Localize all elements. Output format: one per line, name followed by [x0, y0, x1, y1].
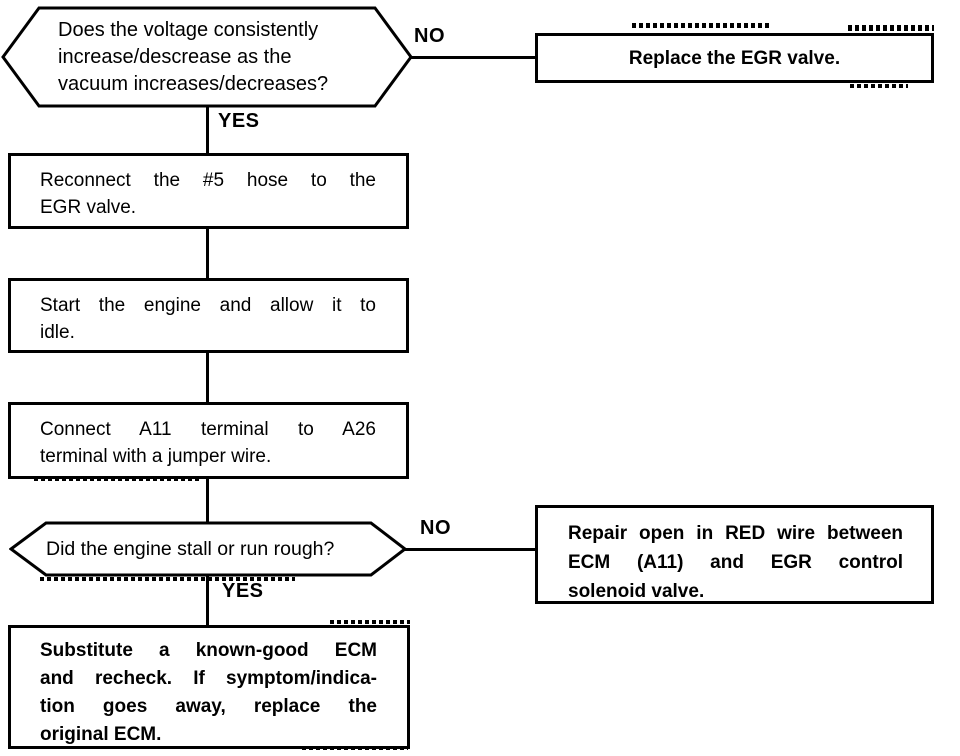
scan-artifact	[850, 84, 908, 88]
box-reconnect-hose: Reconnect the #5 hose to the EGR valve.	[8, 153, 409, 229]
box-repair-red-wire-line2: ECM (A11) and EGR control	[568, 552, 903, 573]
decision-voltage-text: Does the voltage consistently increase/d…	[58, 17, 376, 98]
box-start-engine: Start the engine and allow it to idle.	[8, 278, 409, 353]
label-yes-1: YES	[218, 110, 260, 132]
scan-artifact	[632, 23, 772, 28]
scan-artifact	[34, 477, 202, 481]
decision-engine-stall-text: Did the engine stall or run rough?	[46, 538, 335, 560]
connector-connect-stall	[206, 477, 209, 525]
box-connect-jumper-line2: terminal with a jumper wire.	[40, 446, 272, 467]
box-replace-egr-valve-text: Replace the EGR valve.	[628, 47, 841, 69]
box-replace-egr-valve: Replace the EGR valve.	[535, 33, 934, 83]
scan-artifact	[330, 620, 410, 624]
box-connect-jumper-line1: Connect A11 terminal to A26	[40, 419, 376, 440]
box-start-engine-line1: Start the engine and allow it to	[40, 295, 376, 316]
connector-start-connect	[206, 351, 209, 404]
box-repair-red-wire-line3: solenoid valve.	[568, 581, 705, 602]
box-connect-jumper: Connect A11 terminal to A26 terminal wit…	[8, 402, 409, 479]
label-no-2: NO	[420, 517, 451, 539]
connector-reconnect-start	[206, 227, 209, 280]
connector-no-2	[404, 548, 536, 551]
box-substitute-ecm-line2: and recheck. If symptom/indica-	[40, 668, 377, 689]
box-substitute-ecm-line3: tion goes away, replace the	[40, 696, 377, 717]
box-reconnect-hose-line2: EGR valve.	[40, 197, 137, 218]
box-start-engine-line2: idle.	[40, 322, 75, 343]
scan-artifact	[40, 577, 295, 581]
scan-artifact	[302, 746, 408, 750]
decision-voltage-line3: vacuum increases/decreases?	[58, 73, 329, 95]
label-no-1: NO	[414, 25, 445, 47]
box-repair-red-wire: Repair open in RED wire between ECM (A11…	[535, 505, 934, 604]
box-substitute-ecm: Substitute a known-good ECM and recheck.…	[8, 625, 410, 749]
connector-yes-2	[206, 576, 209, 627]
connector-no-1	[409, 56, 536, 59]
box-repair-red-wire-line1: Repair open in RED wire between	[568, 523, 903, 544]
decision-voltage-line1: Does the voltage consistently	[58, 19, 319, 41]
scan-artifact	[848, 25, 934, 31]
box-substitute-ecm-line4: original ECM.	[40, 724, 162, 745]
box-reconnect-hose-line1: Reconnect the #5 hose to the	[40, 170, 376, 191]
connector-yes-1	[206, 106, 209, 155]
label-yes-2: YES	[222, 580, 264, 602]
decision-voltage-line2: increase/descrease as the	[58, 46, 292, 68]
box-substitute-ecm-line1: Substitute a known-good ECM	[40, 640, 377, 661]
